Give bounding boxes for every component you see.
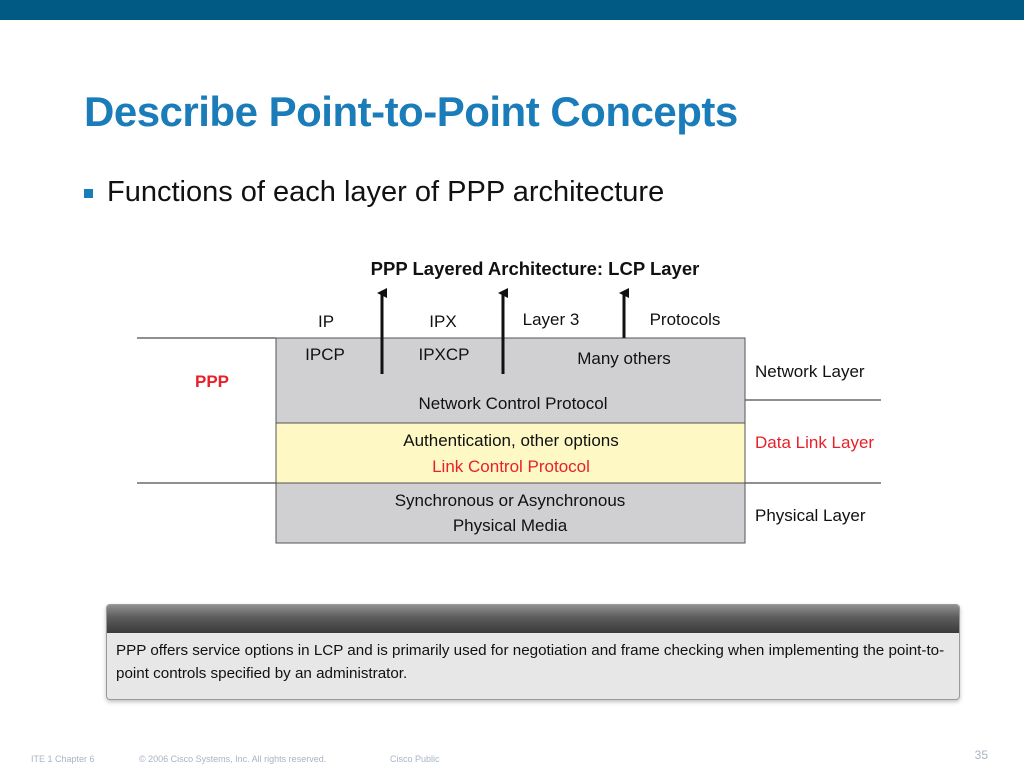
link-control-protocol-label: Link Control Protocol [432, 457, 590, 476]
caption-panel: PPP offers service options in LCP and is… [106, 604, 960, 700]
footer-copyright: © 2006 Cisco Systems, Inc. All rights re… [139, 754, 327, 764]
many-others-label: Many others [577, 349, 671, 368]
caption-text: PPP offers service options in LCP and is… [116, 642, 945, 682]
physical-layer-label: Physical Layer [755, 506, 866, 525]
footer-chapter: ITE 1 Chapter 6 [31, 754, 95, 764]
datalink-layer-box [275, 422, 746, 484]
physical-media-label: Physical Media [453, 516, 568, 535]
protocol-label-protocols: Protocols [650, 310, 721, 329]
slide-title: Describe Point-to-Point Concepts [84, 88, 738, 135]
bullet-item: Functions of each layer of PPP architect… [84, 176, 664, 209]
footer-classification: Cisco Public [390, 754, 440, 764]
ppp-label: PPP [195, 372, 229, 391]
physical-layer-box [275, 482, 746, 544]
sync-async-label: Synchronous or Asynchronous [395, 491, 626, 510]
network-layer-box [275, 337, 746, 424]
protocol-label-ipx: IPX [429, 312, 456, 331]
ipcp-label: IPCP [305, 345, 345, 364]
network-control-protocol-label: Network Control Protocol [419, 394, 608, 413]
datalink-layer-label: Data Link Layer [755, 433, 874, 452]
protocol-label-ip: IP [318, 312, 334, 331]
network-layer-label: Network Layer [755, 362, 865, 381]
caption-panel-header [107, 605, 959, 633]
page-number: 35 [974, 748, 988, 762]
protocol-label-layer3: Layer 3 [523, 310, 580, 329]
authentication-label: Authentication, other options [403, 431, 618, 450]
top-banner [0, 0, 1024, 20]
diagram-title: PPP Layered Architecture: LCP Layer [371, 258, 700, 279]
square-bullet-icon [84, 189, 93, 198]
bullet-text: Functions of each layer of PPP architect… [107, 176, 665, 208]
ipxcp-label: IPXCP [418, 345, 469, 364]
